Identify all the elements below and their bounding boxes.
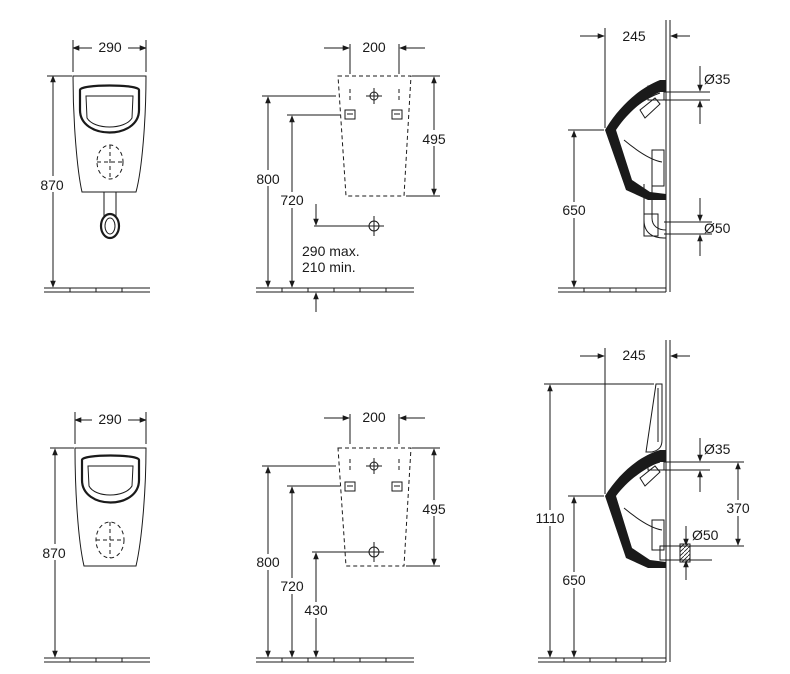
urinal-side-profile bbox=[605, 80, 666, 200]
dim-height: 495 bbox=[422, 131, 446, 147]
inlet-mark bbox=[366, 458, 382, 474]
dim-width: 290 bbox=[98, 411, 122, 427]
dim-outlet-diameter: Ø50 bbox=[704, 220, 731, 236]
dim-width: 200 bbox=[362, 39, 386, 55]
bottom-front-view: 290 870 bbox=[36, 410, 150, 663]
dim-depth: 245 bbox=[622, 347, 646, 363]
floor-line bbox=[44, 287, 150, 293]
floor-line bbox=[538, 657, 666, 663]
privacy-divider bbox=[645, 383, 663, 453]
floor-line bbox=[256, 657, 414, 663]
dim-depth: 245 bbox=[622, 28, 646, 44]
dim-height: 870 bbox=[40, 177, 64, 193]
dim-outlet-diameter: Ø50 bbox=[692, 527, 719, 543]
dim-height: 495 bbox=[422, 501, 446, 517]
waste-pipe bbox=[651, 519, 665, 551]
inlet-mark bbox=[366, 88, 382, 104]
siphon-trap bbox=[103, 192, 117, 216]
urinal-side-profile bbox=[605, 450, 666, 568]
dim-650: 650 bbox=[562, 202, 586, 218]
urinal-bowl-rim bbox=[80, 454, 141, 504]
floor-line bbox=[44, 657, 150, 663]
dim-1110: 1110 bbox=[535, 510, 564, 526]
dim-800: 800 bbox=[256, 171, 280, 187]
waste-pipe bbox=[651, 149, 665, 187]
fixing-bracket-left bbox=[344, 109, 356, 120]
fixing-bracket-left bbox=[344, 481, 356, 492]
dim-370: 370 bbox=[726, 500, 750, 516]
dim-inlet-diameter: Ø35 bbox=[704, 441, 731, 457]
dim-800: 800 bbox=[256, 554, 280, 570]
top-front-view: 290 870 bbox=[34, 38, 150, 293]
dim-inlet-diameter: Ø35 bbox=[704, 71, 731, 87]
dim-720: 720 bbox=[280, 578, 304, 594]
floor-line bbox=[256, 287, 414, 293]
bottom-side-view: 245 1110 650 Ø35 Ø50 370 bbox=[528, 340, 756, 663]
dim-height: 870 bbox=[42, 545, 66, 561]
inlet-connector bbox=[647, 455, 665, 471]
drain-cover bbox=[95, 521, 125, 559]
range-min: 210 min. bbox=[302, 259, 356, 275]
urinal-front-outline bbox=[74, 447, 147, 567]
urinal-bowl-rim bbox=[78, 84, 141, 134]
fixing-bracket-right bbox=[391, 481, 403, 492]
dim-720: 720 bbox=[280, 192, 304, 208]
inlet-connector bbox=[647, 85, 665, 101]
dim-width: 290 bbox=[98, 39, 122, 55]
drain-cover bbox=[96, 144, 124, 180]
outlet-mark bbox=[364, 542, 384, 562]
bottom-rear-view: 200 495 800 720 430 bbox=[250, 409, 450, 663]
dim-430: 430 bbox=[304, 602, 328, 618]
urinal-rear-outline bbox=[337, 447, 412, 567]
dim-650: 650 bbox=[562, 572, 586, 588]
floor-line bbox=[558, 287, 666, 293]
top-rear-view: 200 495 800 720 290 max. 210 min. bbox=[250, 39, 450, 312]
urinal-front-outline bbox=[72, 75, 147, 193]
outlet-mark bbox=[364, 216, 384, 236]
dim-width: 200 bbox=[362, 409, 386, 425]
fixing-bracket-right bbox=[391, 109, 403, 120]
range-max: 290 max. bbox=[302, 243, 360, 259]
top-side-view: 245 Ø35 Ø50 650 bbox=[556, 20, 731, 293]
